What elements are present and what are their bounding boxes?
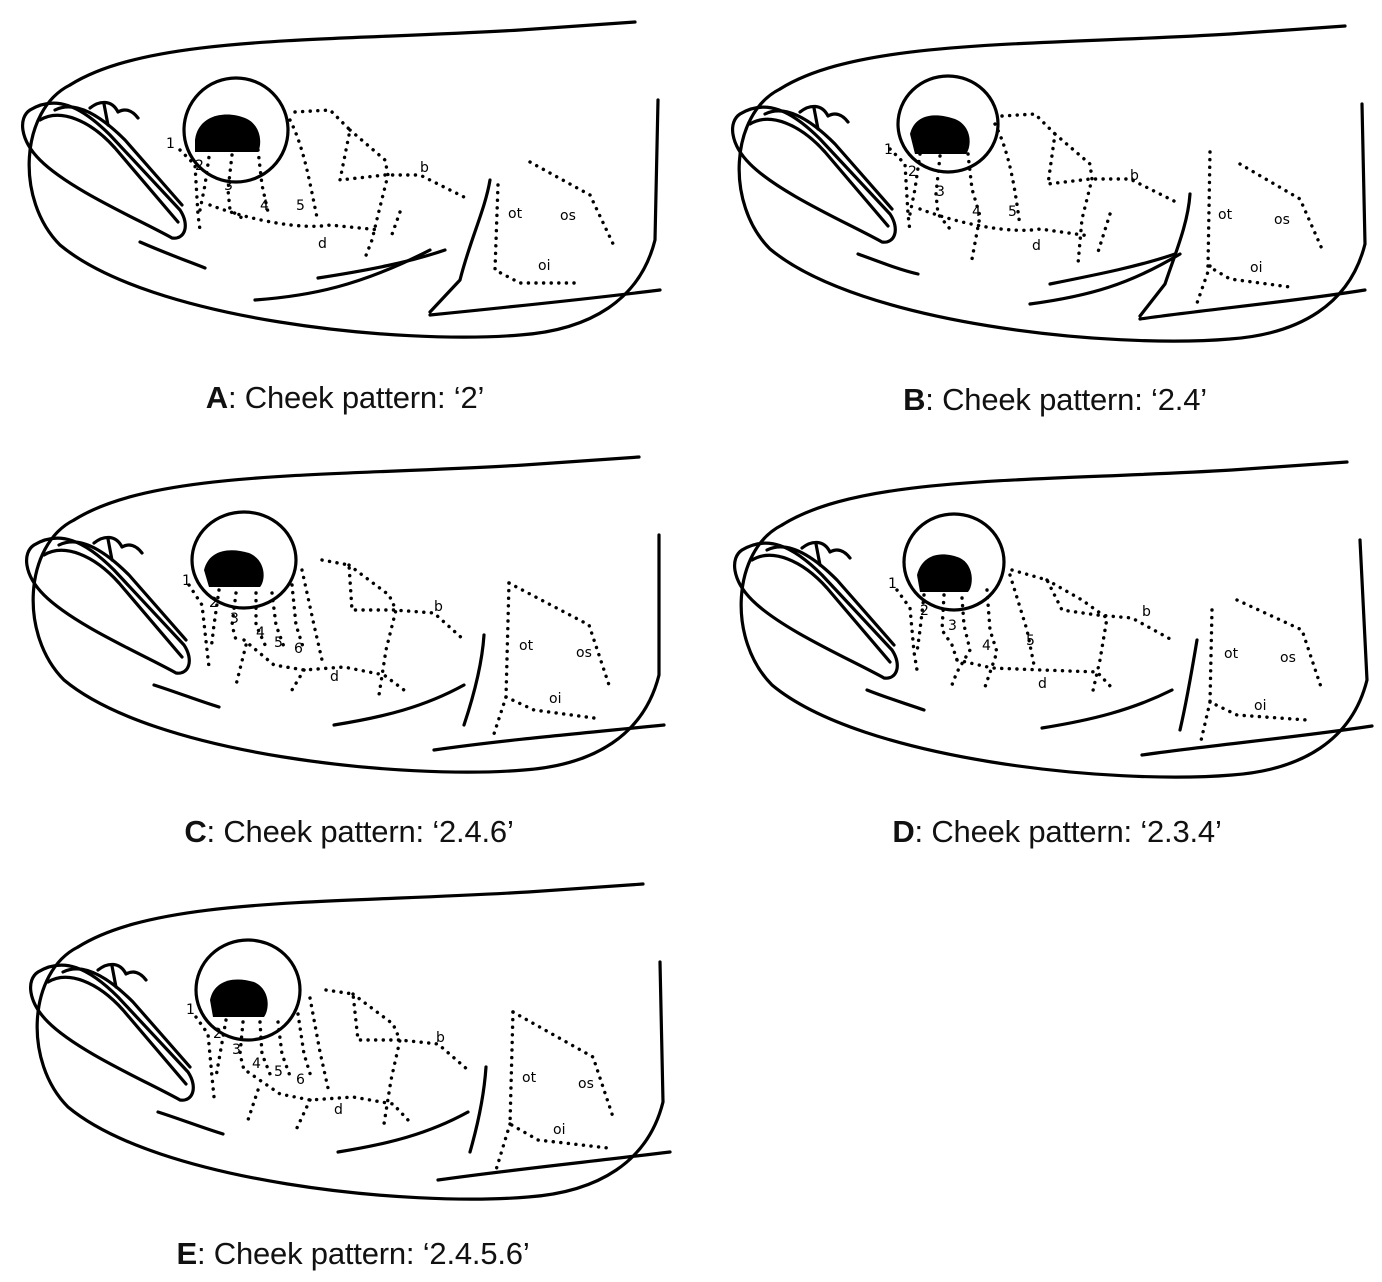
- caption-text: : Cheek pattern: ‘2.3.4’: [914, 814, 1222, 849]
- canal-label-b: b: [434, 599, 443, 615]
- ray-label-3: 3: [230, 611, 239, 627]
- caption-letter: D: [892, 814, 915, 849]
- canal-label-os: os: [1274, 212, 1290, 228]
- pupil-a: [195, 114, 261, 152]
- panel-e: 1 2 3 4 5 6 b d ot os oi E: Cheek patter…: [8, 862, 698, 1282]
- canal-label-d: d: [1038, 676, 1047, 692]
- ray-label-1: 1: [166, 136, 175, 152]
- caption-letter: B: [903, 382, 926, 417]
- ray-label-1: 1: [182, 573, 191, 589]
- fish-head-drawing-d: 1 2 3 4 5 b d ot os oi: [733, 460, 1374, 779]
- ray-label-2: 2: [920, 603, 929, 619]
- ray-label-2: 2: [213, 1026, 222, 1042]
- fish-head-drawing-e: 1 2 3 4 5 6 b d ot os oi: [29, 882, 672, 1201]
- ray-label-5: 5: [1008, 204, 1017, 220]
- panel-b: 1 2 3 4 5 b d ot os oi B: Cheek pattern:…: [710, 4, 1382, 424]
- canal-label-ot: ot: [1224, 646, 1239, 662]
- panel-c: 1 2 3 4 5 6 b d ot os oi C: Cheek patter…: [4, 435, 694, 855]
- caption-text: : Cheek pattern: ‘2’: [227, 380, 485, 415]
- canal-label-oi: oi: [553, 1122, 565, 1138]
- ray-label-2: 2: [209, 595, 218, 611]
- ray-label-5: 5: [274, 1064, 283, 1080]
- ray-label-4: 4: [256, 625, 265, 641]
- caption-b: B: Cheek pattern: ‘2.4’: [710, 382, 1382, 418]
- ray-label-4: 4: [252, 1056, 261, 1072]
- ray-label-4: 4: [972, 204, 981, 220]
- canal-label-ot: ot: [1218, 207, 1233, 223]
- fish-head-drawing-b: 1 2 3 4 5 b d ot os oi: [731, 24, 1367, 343]
- caption-text: : Cheek pattern: ‘2.4.5.6’: [196, 1236, 530, 1271]
- ray-label-3: 3: [232, 1042, 241, 1058]
- caption-a: A: Cheek pattern: ‘2’: [0, 380, 690, 416]
- ray-label-4: 4: [260, 198, 269, 214]
- caption-c: C: Cheek pattern: ‘2.4.6’: [4, 814, 694, 850]
- ray-label-1: 1: [884, 142, 893, 158]
- caption-d: D: Cheek pattern: ‘2.3.4’: [712, 814, 1382, 850]
- ray-label-1: 1: [186, 1002, 195, 1018]
- ray-label-1: 1: [888, 576, 897, 592]
- canal-label-d: d: [334, 1102, 343, 1118]
- canal-label-os: os: [1280, 650, 1296, 666]
- ray-label-4: 4: [982, 638, 991, 654]
- caption-text: : Cheek pattern: ‘2.4.6’: [206, 814, 514, 849]
- panel-a: 1 2 3 4 5 b d ot os oi A: Cheek pattern:…: [0, 0, 690, 420]
- canal-label-os: os: [576, 645, 592, 661]
- fish-head-drawing-a: 1 2 3 4 5 b d ot os oi: [21, 20, 662, 339]
- ray-label-3: 3: [948, 618, 957, 634]
- caption-e: E: Cheek pattern: ‘2.4.5.6’: [8, 1236, 698, 1272]
- caption-text: : Cheek pattern: ‘2.4’: [925, 382, 1207, 417]
- ray-label-5: 5: [274, 635, 283, 651]
- canal-label-b: b: [436, 1030, 445, 1046]
- caption-letter: E: [176, 1236, 197, 1271]
- ray-label-6: 6: [294, 641, 303, 657]
- canal-label-oi: oi: [549, 691, 561, 707]
- canal-label-oi: oi: [1254, 698, 1266, 714]
- fish-head-drawing-c: 1 2 3 4 5 6 b d ot os oi: [25, 455, 666, 774]
- canal-label-d: d: [318, 236, 327, 252]
- canal-label-oi: oi: [1250, 260, 1262, 276]
- canal-label-os: os: [578, 1076, 594, 1092]
- ray-label-5: 5: [1026, 633, 1035, 649]
- canal-label-b: b: [1130, 168, 1139, 184]
- canal-label-ot: ot: [508, 206, 523, 222]
- ray-label-6: 6: [296, 1072, 305, 1088]
- ray-label-2: 2: [908, 164, 917, 180]
- panel-d: 1 2 3 4 5 b d ot os oi D: Cheek pattern:…: [712, 440, 1382, 860]
- ray-label-3: 3: [224, 178, 233, 194]
- ray-label-2: 2: [195, 158, 204, 174]
- caption-letter: A: [205, 380, 228, 415]
- ray-label-5: 5: [296, 198, 305, 214]
- canal-label-b: b: [1142, 604, 1151, 620]
- canal-label-ot: ot: [519, 638, 534, 654]
- caption-letter: C: [184, 814, 207, 849]
- canal-label-b: b: [420, 160, 429, 176]
- canal-label-oi: oi: [538, 258, 550, 274]
- ray-label-3: 3: [936, 184, 945, 200]
- canal-label-ot: ot: [522, 1070, 537, 1086]
- canal-label-os: os: [560, 208, 576, 224]
- canal-label-d: d: [1032, 238, 1041, 254]
- canal-label-d: d: [330, 669, 339, 685]
